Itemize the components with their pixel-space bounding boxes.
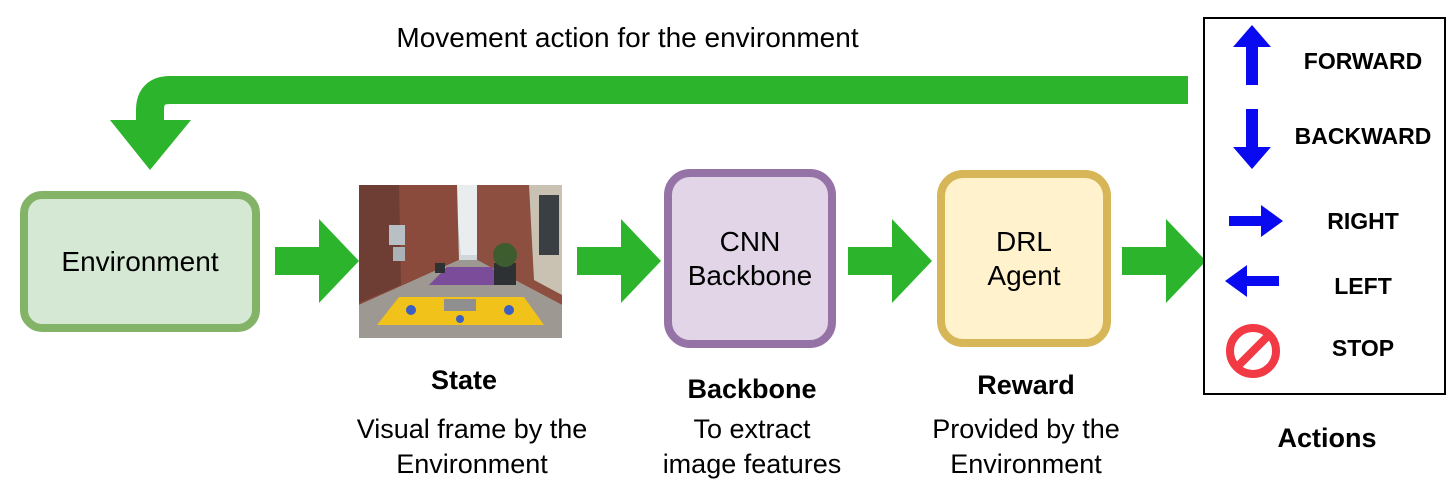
feedback-label: Movement action for the environment	[396, 22, 859, 53]
action-backward-label: BACKWARD	[1294, 123, 1432, 149]
arrow-right-icon	[1229, 205, 1283, 237]
flow-arrow-cnn-to-drl	[848, 219, 932, 303]
backbone-title: Backbone	[687, 374, 817, 404]
action-stop-label: STOP	[1331, 335, 1395, 361]
action-forward-label: FORWARD	[1303, 48, 1423, 74]
flow-arrow-env-to-state	[275, 219, 359, 303]
action-left-label: LEFT	[1334, 273, 1392, 299]
actions-title: Actions	[1277, 423, 1377, 453]
actions-box: FORWARD BACKWARD RIGHT LEFT STOP	[1203, 17, 1446, 395]
drl-agent-node: DRL Agent	[937, 170, 1111, 347]
environment-node: Environment	[20, 191, 260, 332]
cnn-backbone-node: CNN Backbone	[664, 169, 836, 348]
action-right-label: RIGHT	[1327, 208, 1399, 234]
state-frame-image	[359, 185, 562, 338]
arrow-left-icon	[1225, 265, 1279, 297]
arrow-down-icon	[1233, 109, 1271, 169]
flow-arrow-state-to-cnn	[577, 219, 661, 303]
flow-arrow-drl-to-actions	[1122, 219, 1206, 303]
arrow-up-icon	[1233, 25, 1271, 85]
stop-sign-icon	[1226, 324, 1280, 378]
reward-title: Reward	[977, 370, 1075, 400]
state-title: State	[430, 365, 498, 395]
state-description: Visual frame by the Environment	[356, 414, 588, 479]
backbone-description: To extract image features	[662, 414, 842, 479]
reward-description: Provided by the Environment	[932, 414, 1120, 479]
